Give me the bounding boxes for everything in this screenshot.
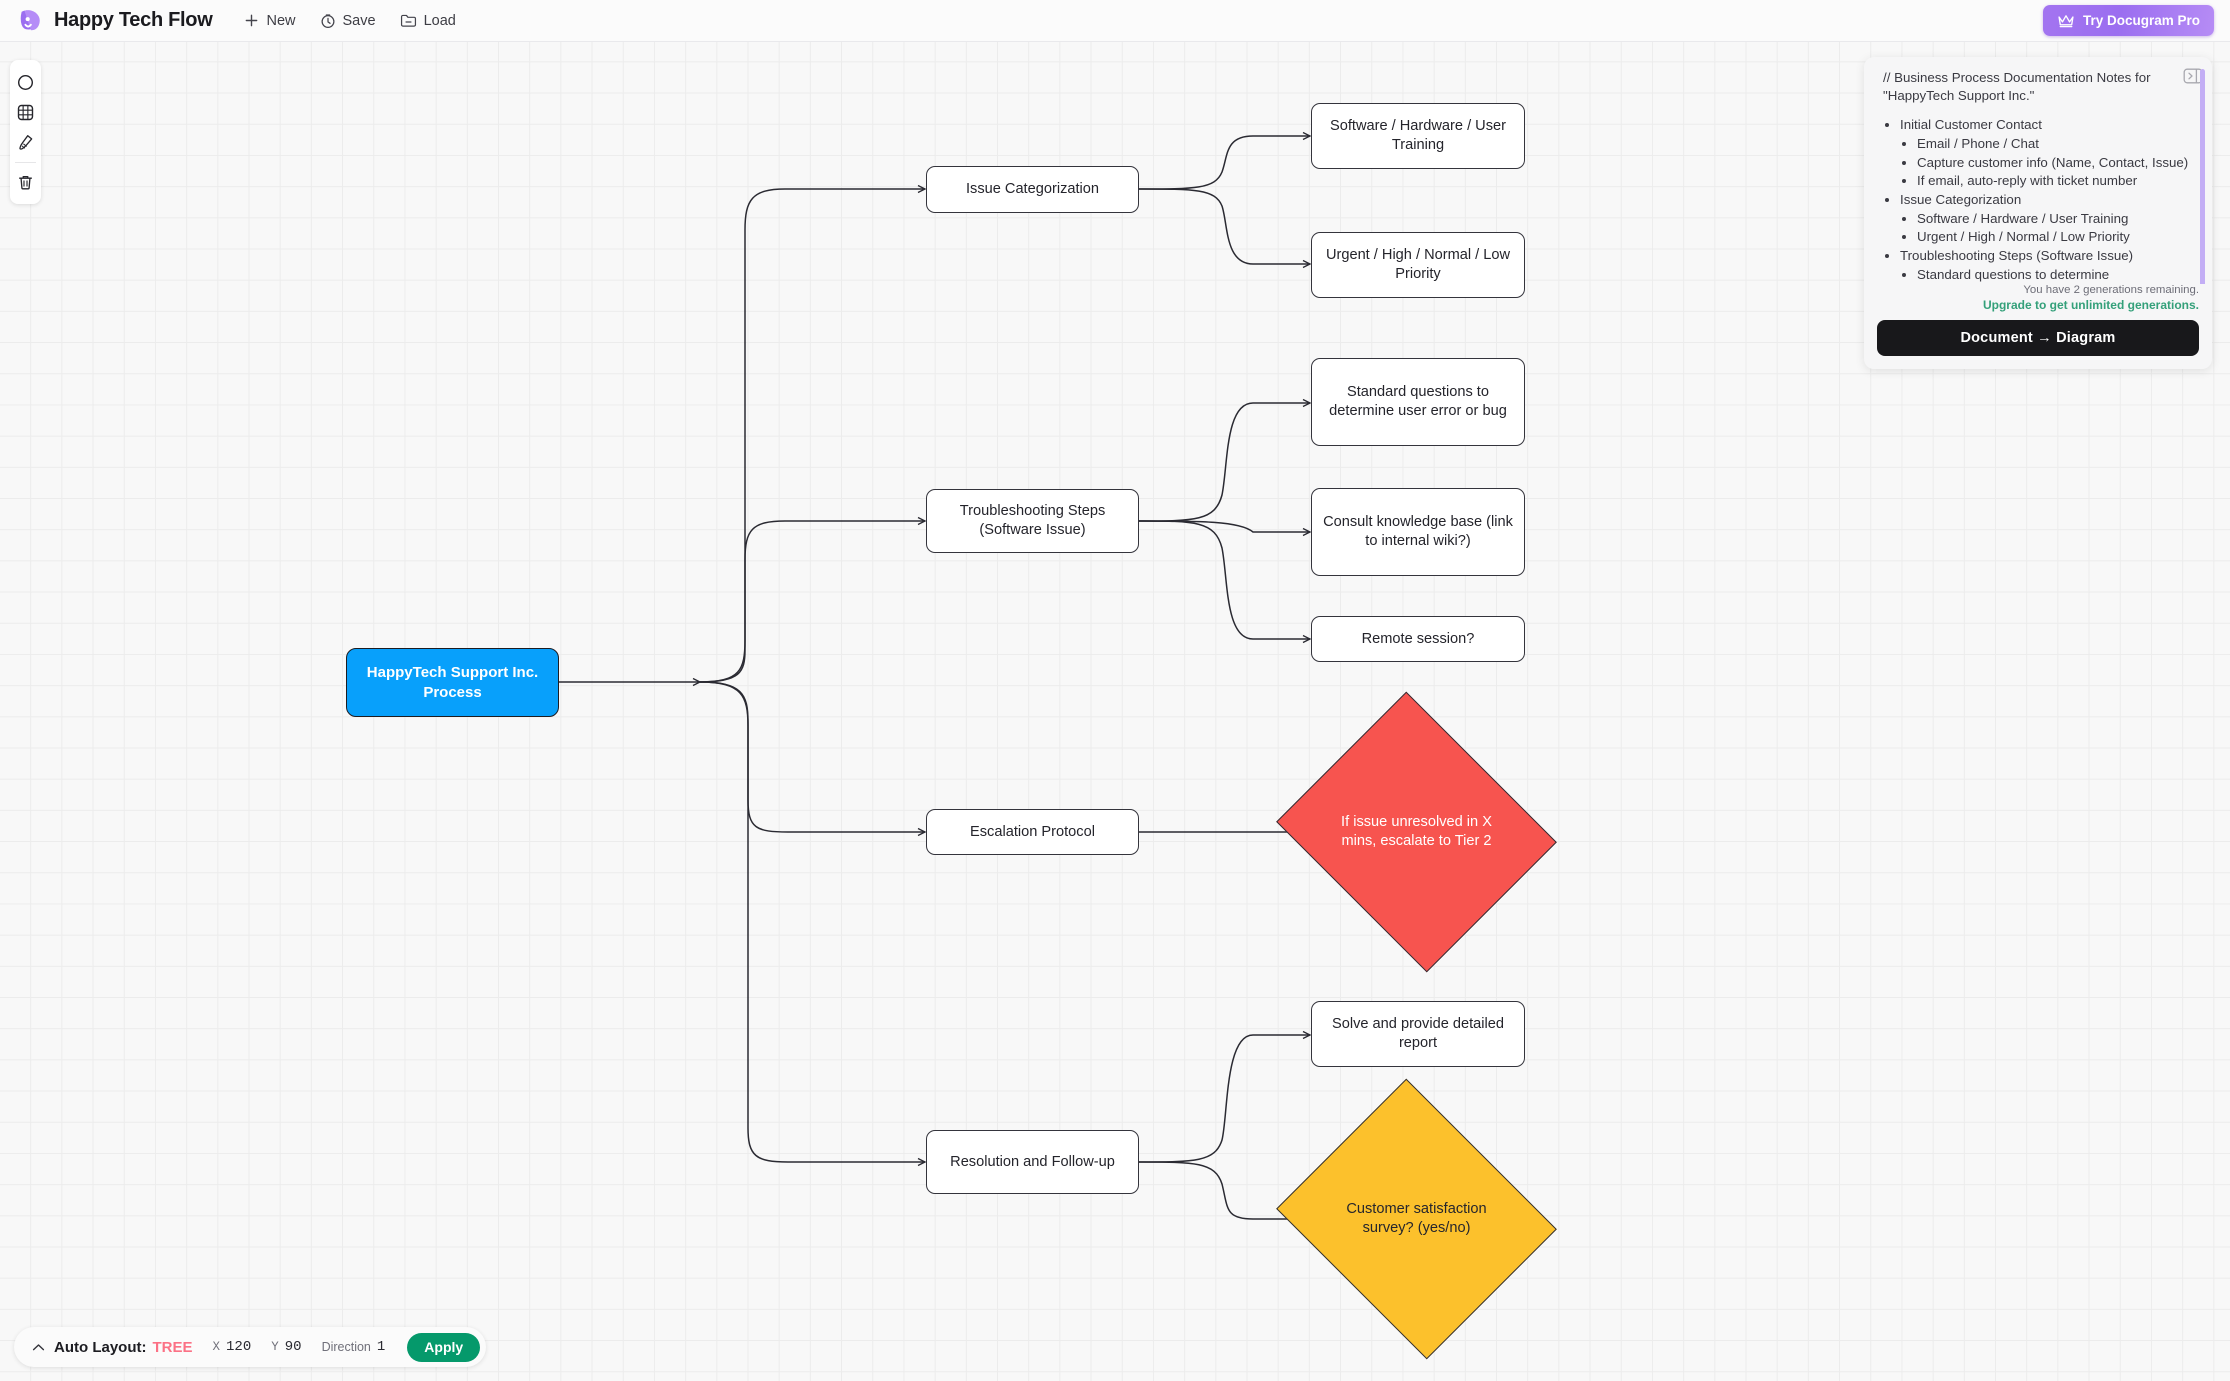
layout-y-key: Y [271,1340,279,1354]
doc-sublist: Standard questions to determine [1900,266,2190,284]
node-root[interactable]: HappyTech Support Inc. Process [346,648,559,717]
doc-outline-item: Issue Categorization Software / Hardware… [1900,191,2190,246]
node-label: Remote session? [1361,630,1475,647]
layout-x-key: X [212,1340,221,1354]
node-label: Consult knowledge base (link to internal… [1323,514,1513,549]
folder-icon [400,14,416,27]
generations-remaining: You have 2 generations remaining. [2023,284,2199,297]
node-remote-session[interactable]: Remote session? [1311,616,1525,662]
document-to-diagram-button[interactable]: Document → Diagram [1877,320,2199,357]
node-label: Troubleshooting Steps (Software Issue) [959,503,1106,538]
try-pro-button[interactable]: Try Docugram Pro [2042,5,2214,36]
layout-x-field[interactable]: X 120 [213,1339,252,1355]
documentation-text[interactable]: // Business Process Documentation Notes … [1864,57,2212,285]
new-label: New [266,12,296,29]
doc-outline-item: Troubleshooting Steps (Software Issue) S… [1900,247,2190,283]
layout-direction-field[interactable]: Direction 1 [322,1339,386,1355]
auto-layout-bar: Auto Layout: TREE X 120 Y 90 Direction 1… [14,1327,487,1367]
panel-footer: You have 2 generations remaining. Upgrad… [1864,284,2212,369]
pen-icon[interactable] [13,129,39,155]
grid-icon[interactable] [13,99,39,125]
try-pro-label: Try Docugram Pro [2082,13,2200,28]
node-standard-questions[interactable]: Standard questions to determine user err… [1311,358,1525,446]
load-button[interactable]: Load [400,13,456,29]
node-software-hardware-training[interactable]: Software / Hardware / User Training [1311,103,1525,169]
doc-sublist: Software / Hardware / User Training Urge… [1900,210,2190,246]
doc-item-label: Initial Customer Contact [1900,117,2042,133]
save-label: Save [342,12,376,29]
node-troubleshooting-steps[interactable]: Troubleshooting Steps (Software Issue) [926,489,1139,553]
doc-intro: // Business Process Documentation Notes … [1883,70,2151,103]
layout-y-field[interactable]: Y 90 [271,1339,301,1355]
load-label: Load [423,12,456,29]
doc-subitem: Standard questions to determine [1917,266,2190,284]
doc-subitem: Capture customer info (Name, Contact, Is… [1917,154,2190,172]
auto-layout-label: Auto Layout: [54,1338,147,1356]
trash-icon[interactable] [13,169,39,195]
node-resolution-followup[interactable]: Resolution and Follow-up [926,1130,1139,1194]
save-clock-icon [321,13,334,28]
node-label: Customer satisfaction survey? (yes/no) [1346,1201,1487,1236]
plus-icon [246,14,258,27]
node-label: Standard questions to determine user err… [1329,384,1507,419]
node-satisfaction-survey-decision[interactable]: Customer satisfaction survey? (yes/no) [1276,1078,1557,1360]
node-priority-levels[interactable]: Urgent / High / Normal / Low Priority [1311,232,1525,298]
node-label: HappyTech Support Inc. Process [366,664,539,701]
node-label: Resolution and Follow-up [950,1153,1115,1170]
chevron-up-icon[interactable] [32,1343,45,1352]
shape-circle-icon[interactable] [13,69,39,95]
tool-rail [10,60,41,204]
node-escalate-tier2-decision[interactable]: If issue unresolved in X mins, escalate … [1276,691,1557,973]
upgrade-link[interactable]: Upgrade to get unlimited generations. [1982,298,2199,313]
node-solve-provide-report[interactable]: Solve and provide detailed report [1311,1001,1525,1067]
happy-flow-logo-icon [20,9,40,30]
node-label: Escalation Protocol [970,823,1095,840]
panel-scrollbar[interactable] [2200,69,2205,285]
crown-icon [2058,14,2074,27]
node-issue-categorization[interactable]: Issue Categorization [926,166,1139,213]
doc-subitem: If email, auto-reply with ticket number [1917,172,2190,190]
node-escalation-protocol[interactable]: Escalation Protocol [926,809,1139,855]
layout-direction-key: Direction [321,1340,371,1354]
doc-subitem: Email / Phone / Chat [1917,135,2190,153]
top-toolbar: Happy Tech Flow New Save Load [0,0,2230,42]
save-button[interactable]: Save [320,13,376,29]
node-label: Solve and provide detailed report [1331,1016,1504,1051]
auto-layout-mode[interactable]: TREE [152,1338,193,1356]
doc-item-label: Issue Categorization [1900,192,2022,208]
doc-outline-item: Initial Customer Contact Email / Phone /… [1900,116,2190,190]
apply-button[interactable]: Apply [407,1332,481,1362]
doc-outline: Initial Customer Contact Email / Phone /… [1883,116,2190,283]
layout-y-value: 90 [284,1339,302,1355]
doc-item-label: Troubleshooting Steps (Software Issue) [1900,248,2134,264]
page-title: Happy Tech Flow [54,9,213,31]
toolbar-divider [15,162,36,163]
node-consult-knowledge-base[interactable]: Consult knowledge base (link to internal… [1311,488,1525,576]
new-button[interactable]: New [244,12,296,29]
node-label: Issue Categorization [965,181,1100,198]
layout-direction-value: 1 [376,1339,386,1355]
node-label: Urgent / High / Normal / Low Priority [1325,247,1511,282]
doc-sublist: Email / Phone / Chat Capture customer in… [1900,135,2190,190]
node-label: Software / Hardware / User Training [1330,118,1506,153]
layout-x-value: 120 [226,1339,252,1355]
doc-subitem: Urgent / High / Normal / Low Priority [1917,228,2190,246]
documentation-panel: // Business Process Documentation Notes … [1864,57,2212,370]
doc-subitem: Software / Hardware / User Training [1917,210,2190,228]
node-label: If issue unresolved in X mins, escalate … [1341,814,1492,849]
